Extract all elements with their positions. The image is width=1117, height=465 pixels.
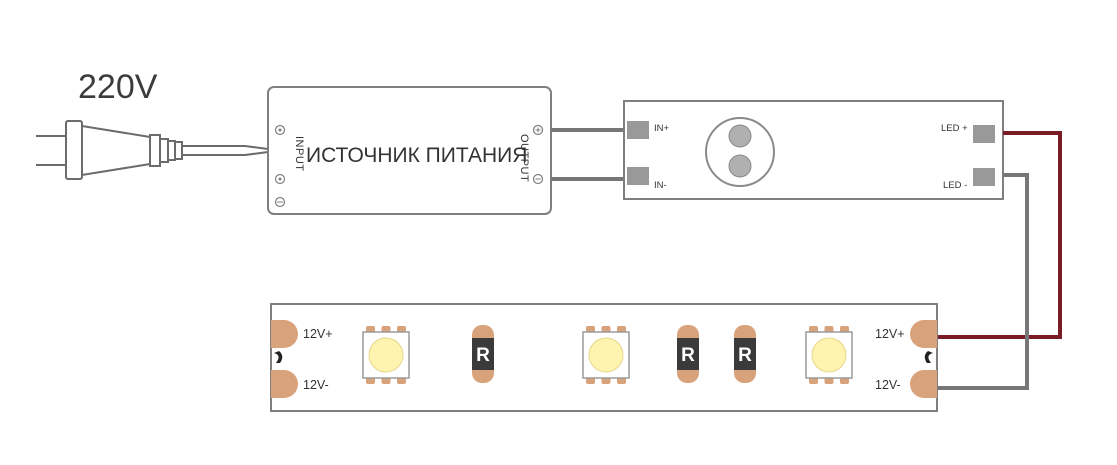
led-minus-pad — [973, 168, 995, 186]
ground-terminal-icon — [274, 196, 286, 208]
right-cut-mark-icon — [924, 351, 933, 363]
negative-wire — [937, 173, 1029, 390]
left-plus-label: 12V+ — [303, 327, 333, 341]
smd-led-icon — [582, 326, 630, 384]
output-terminal-plus-icon — [532, 124, 544, 136]
input-label: INPUT — [293, 136, 305, 172]
in-plus-pad — [627, 121, 649, 139]
positive-wire — [937, 131, 1062, 339]
output-label: OUTPUT — [518, 134, 530, 182]
left-minus-label: 12V- — [303, 378, 329, 392]
smd-led-icon — [805, 326, 853, 384]
right-plus-pad — [910, 320, 937, 348]
resistor-icon: R — [472, 325, 494, 383]
input-terminal-l-icon — [274, 124, 286, 136]
led-minus-label: LED - — [943, 180, 967, 191]
resistor-icon: R — [677, 325, 699, 383]
power-supply: ИСТОЧНИК ПИТАНИЯ INPUT OUTPUT — [267, 86, 552, 215]
right-plus-label: 12V+ — [875, 327, 905, 341]
right-minus-pad — [910, 370, 937, 398]
sensor-icon — [705, 117, 775, 187]
led-plus-label: LED + — [941, 123, 968, 134]
led-plus-pad — [973, 125, 995, 143]
resistor-icon: R — [734, 325, 756, 383]
input-terminal-n-icon — [274, 173, 286, 185]
smd-led-icon — [362, 326, 410, 384]
in-minus-pad — [627, 167, 649, 185]
left-plus-pad — [271, 320, 298, 348]
resistor-label: R — [738, 345, 752, 366]
left-minus-pad — [271, 370, 298, 398]
left-cut-mark-icon — [274, 351, 283, 363]
psu-to-controller-wires — [551, 128, 624, 181]
in-minus-label: IN- — [654, 180, 667, 191]
controller: IN+ IN- LED + LED - — [623, 100, 1004, 200]
in-plus-label: IN+ — [654, 123, 670, 134]
mains-cable — [182, 145, 269, 156]
output-terminal-minus-icon — [532, 173, 544, 185]
right-minus-label: 12V- — [875, 378, 901, 392]
led-strip: 12V+ 12V- 12V+ 12V- R — [270, 303, 938, 412]
voltage-label: 220V — [78, 68, 158, 106]
resistor-label: R — [681, 345, 695, 366]
power-supply-title: ИСТОЧНИК ПИТАНИЯ — [306, 144, 527, 167]
resistor-label: R — [476, 345, 490, 366]
power-plug-icon — [36, 120, 183, 180]
